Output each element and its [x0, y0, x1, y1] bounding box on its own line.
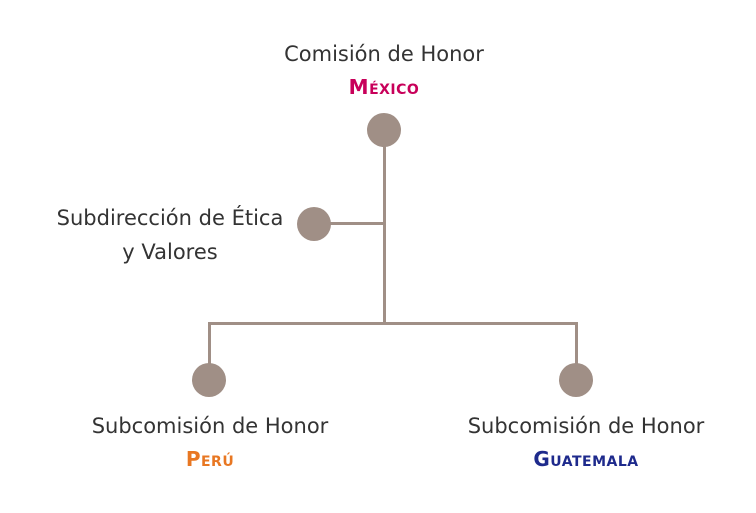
connector-horizontal-bar	[208, 322, 578, 325]
label-side: Subdirección de Ética y Valores	[40, 201, 300, 269]
label-right: Subcomisión de Honor Guatemala	[436, 409, 736, 475]
node-top-circle	[367, 113, 401, 147]
node-left-circle	[192, 363, 226, 397]
label-left-title: Subcomisión de Honor	[91, 414, 329, 438]
label-left-country: Perú	[185, 447, 235, 471]
connector-right-drop	[575, 322, 578, 380]
label-top-title: Comisión de Honor	[284, 42, 484, 66]
node-right-circle	[559, 363, 593, 397]
label-side-line1: Subdirección de Ética	[56, 206, 284, 230]
connector-trunk	[383, 130, 386, 325]
node-side-circle	[297, 207, 331, 241]
label-right-title: Subcomisión de Honor	[467, 414, 705, 438]
connector-side-branch	[314, 222, 385, 225]
label-right-country: Guatemala	[533, 447, 639, 471]
label-top: Comisión de Honor México	[234, 37, 534, 103]
label-top-country: México	[348, 75, 420, 99]
connector-left-drop	[208, 322, 211, 380]
label-side-line2: y Valores	[122, 240, 218, 264]
label-left: Subcomisión de Honor Perú	[60, 409, 360, 475]
